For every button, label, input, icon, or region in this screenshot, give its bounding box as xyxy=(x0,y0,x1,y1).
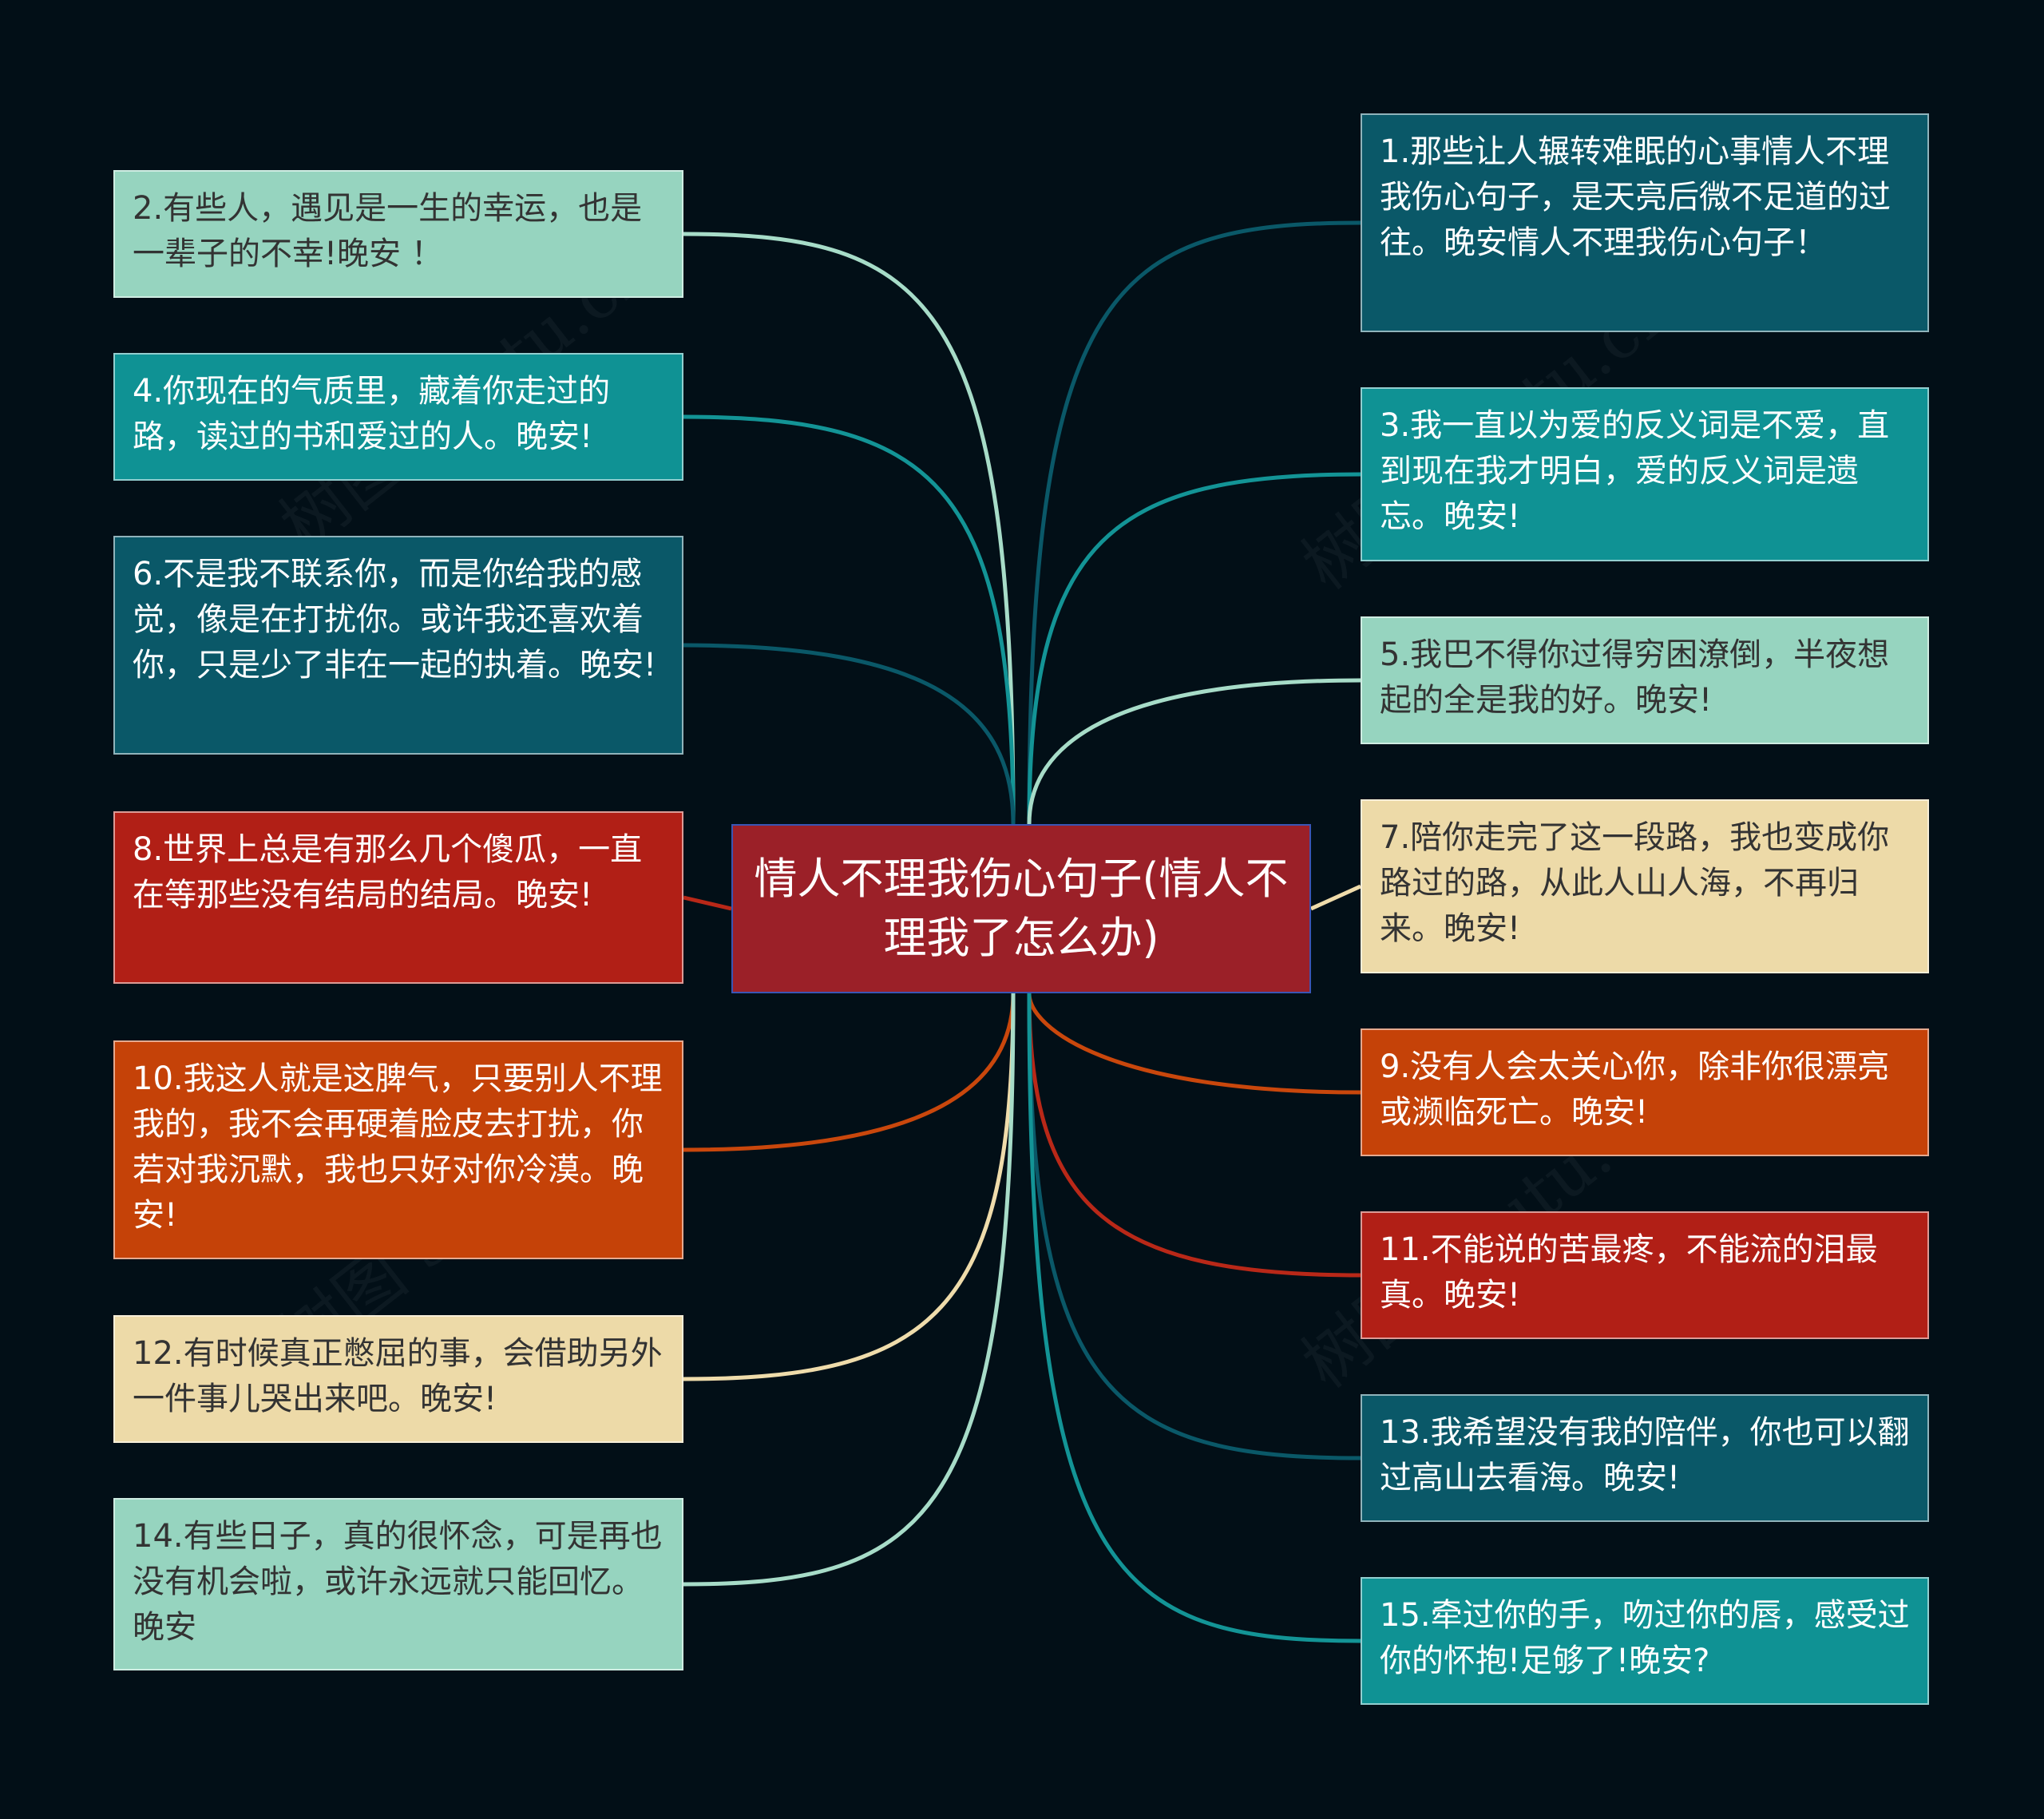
connector-13 xyxy=(1027,993,1361,1460)
connector-6 xyxy=(683,643,1016,825)
connector-11 xyxy=(1027,993,1361,1278)
branch-node-2[interactable]: 2.有些人，遇见是一生的幸运，也是一辈子的不幸!晚安 ！ xyxy=(113,170,683,298)
branch-node-10[interactable]: 10.我这人就是这脾气，只要别人不理我的，我不会再硬着脸皮去打扰，你若对我沉默，… xyxy=(113,1040,683,1259)
connector-7 xyxy=(1309,884,1362,911)
connector-3 xyxy=(1027,472,1361,825)
branch-node-6[interactable]: 6.不是我不联系你，而是你给我的感觉，像是在打扰你。或许我还喜欢着你，只是少了非… xyxy=(113,536,683,755)
branch-node-11[interactable]: 11.不能说的苦最疼，不能流的泪最真。晚安! xyxy=(1361,1211,1929,1339)
connector-10 xyxy=(683,993,1016,1152)
center-topic[interactable]: 情人不理我伤心句子(情人不理我了怎么办) xyxy=(731,824,1311,993)
connector-2 xyxy=(683,232,1016,825)
connector-1 xyxy=(1027,220,1361,825)
branch-node-3[interactable]: 3.我一直以为爱的反义词是不爱，直到现在我才明白，爱的反义词是遗忘。晚安! xyxy=(1361,387,1929,561)
branch-node-1[interactable]: 1.那些让人辗转难眠的心事情人不理我伤心句子，是天亮后微不足道的过往。晚安情人不… xyxy=(1361,113,1929,332)
branch-node-14[interactable]: 14.有些日子，真的很怀念，可是再也没有机会啦，或许永远就只能回忆。晚安 xyxy=(113,1498,683,1670)
connector-4 xyxy=(683,414,1016,825)
connector-5 xyxy=(1027,678,1361,825)
branch-node-7[interactable]: 7.陪你走完了这一段路，我也变成你路过的路，从此人山人海，不再归来。晚安! xyxy=(1361,799,1929,973)
connector-8 xyxy=(683,895,732,911)
branch-node-12[interactable]: 12.有时候真正憋屈的事，会借助另外一件事儿哭出来吧。晚安! xyxy=(113,1315,683,1443)
connector-9 xyxy=(1027,993,1361,1095)
branch-node-4[interactable]: 4.你现在的气质里，藏着你走过的路，读过的书和爱过的人。晚安! xyxy=(113,353,683,481)
connector-12 xyxy=(683,993,1016,1381)
branch-node-15[interactable]: 15.牵过你的手，吻过你的唇，感受过你的怀抱!足够了!晚安? xyxy=(1361,1577,1929,1705)
connector-15 xyxy=(1027,993,1361,1643)
branch-node-8[interactable]: 8.世界上总是有那么几个傻瓜，一直在等那些没有结局的结局。晚安! xyxy=(113,811,683,984)
branch-node-13[interactable]: 13.我希望没有我的陪伴，你也可以翻过高山去看海。晚安! xyxy=(1361,1394,1929,1522)
branch-node-5[interactable]: 5.我巴不得你过得穷困潦倒，半夜想起的全是我的好。晚安! xyxy=(1361,616,1929,744)
connector-14 xyxy=(683,993,1016,1587)
branch-node-9[interactable]: 9.没有人会太关心你，除非你很漂亮或濒临死亡。晚安! xyxy=(1361,1028,1929,1156)
